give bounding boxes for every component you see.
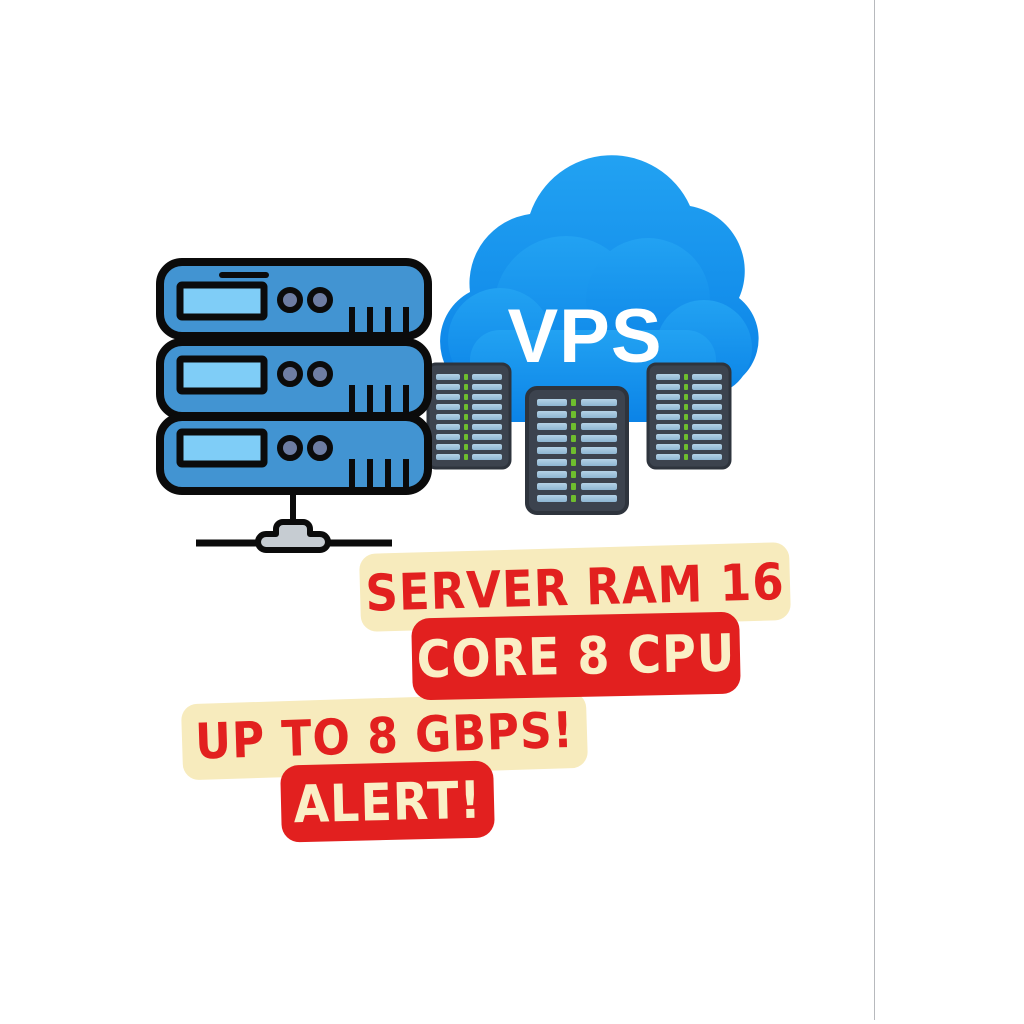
cloud-label-vps: VPS	[507, 294, 662, 379]
server-unit-1	[156, 258, 432, 340]
banner-core-cpu-label: CORE 8 CPU	[416, 622, 736, 690]
banner-up-to-gbps-label: UP TO 8 GBPS!	[194, 701, 575, 771]
rack-card-left	[426, 362, 512, 470]
rack-card-right	[646, 362, 732, 470]
rack-server-stack	[156, 258, 432, 553]
banner-alert-label: ALERT!	[292, 768, 483, 835]
banner-alert: ALERT!	[280, 760, 495, 843]
banner-core-cpu: CORE 8 CPU	[411, 611, 741, 701]
server-unit-2	[156, 338, 432, 420]
rack-card-center	[525, 386, 629, 515]
server-unit-3	[156, 413, 432, 495]
page-divider-rule	[874, 0, 875, 1020]
